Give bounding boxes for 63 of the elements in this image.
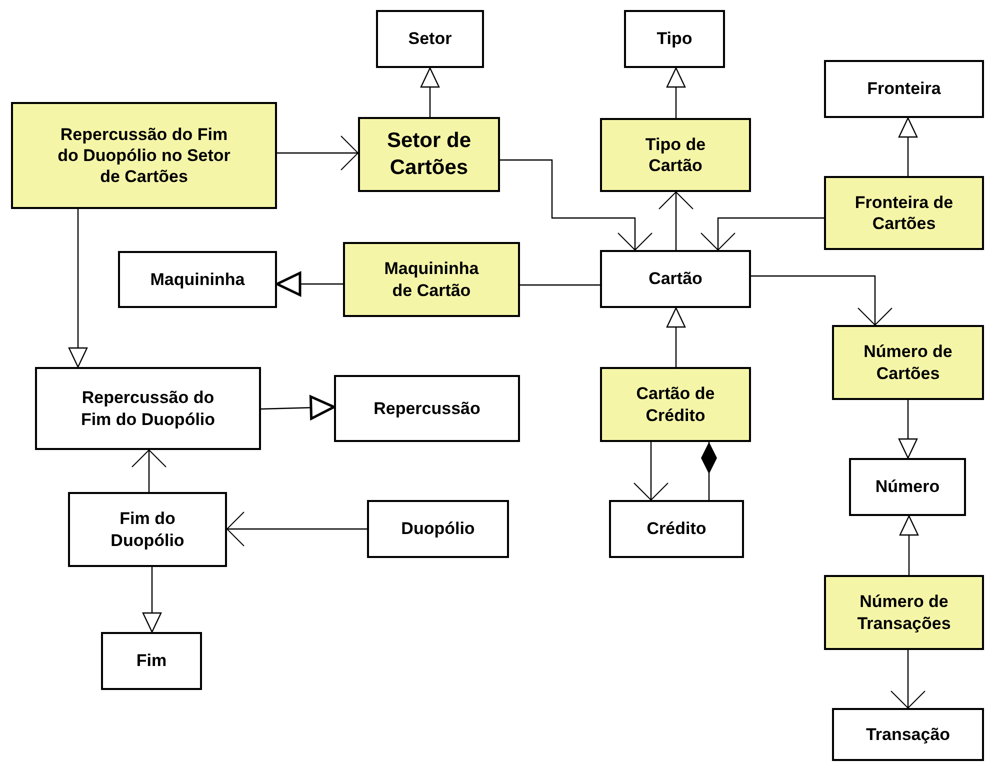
class-box [609,500,744,558]
class-name: Repercussão [374,398,480,420]
class-box-highlighted [343,242,520,317]
class-name: Transação [866,724,950,746]
arrow [658,192,694,250]
class-name: Número de Transações [856,591,952,634]
arrow [420,67,440,117]
arrow [700,217,824,250]
class-name: Setor [408,28,452,50]
arrow [898,117,918,176]
class-box-highlighted [600,118,751,192]
class-name: Crédito [646,518,706,540]
class-name: Fronteira [867,78,941,100]
arrow [500,159,652,250]
class-box [367,500,509,558]
arrow [899,515,919,575]
class-box [68,492,227,567]
class-box-highlighted [832,325,984,400]
arrow [68,209,88,368]
arrow [751,275,892,326]
arrow [666,307,686,367]
class-box [849,458,966,516]
class-name: Maquininha de Cartão [383,258,480,301]
class-name: Número de Cartões [863,341,953,384]
class-name: Tipo de Cartão [644,134,707,176]
class-box-highlighted [824,575,984,650]
class-box [35,367,261,450]
arrow [276,272,343,296]
connector-line [520,284,600,286]
arrow [226,512,367,546]
class-box [824,60,984,118]
class-name: Setor de Cartões [386,128,472,180]
class-box [376,10,484,68]
arrow [898,400,918,459]
class-name: Duopólio [401,518,475,540]
arrow [634,442,668,500]
class-name: Fim do Duopólio [110,508,186,551]
class-box-highlighted [600,367,751,442]
arrow [277,136,358,170]
class-box-highlighted [824,176,984,250]
class-name: Tipo [656,28,692,50]
composition-line [701,442,717,500]
class-name: Fim [136,650,167,672]
arrow [890,650,926,708]
arrow [132,450,166,492]
class-box [600,250,751,308]
class-name: Cartão [648,268,702,290]
arrow [260,395,336,420]
class-name: Fronteira de Cartões [854,192,954,234]
class-name: Repercussão do Fim do Duopólio no Setor de Cartões [56,124,232,188]
class-box-highlighted [11,102,277,209]
class-box-highlighted [358,117,500,192]
class-box [101,632,202,690]
class-box [118,251,277,308]
class-box [624,10,725,68]
arrow [666,67,686,118]
class-name: Repercussão do Fim do Duopólio [80,387,216,430]
arrow [142,567,162,633]
class-box [334,375,520,442]
class-name: Maquininha [150,268,245,290]
class-box [832,708,984,761]
class-name: Número [875,476,940,498]
class-name: Cartão de Crédito [635,383,716,426]
